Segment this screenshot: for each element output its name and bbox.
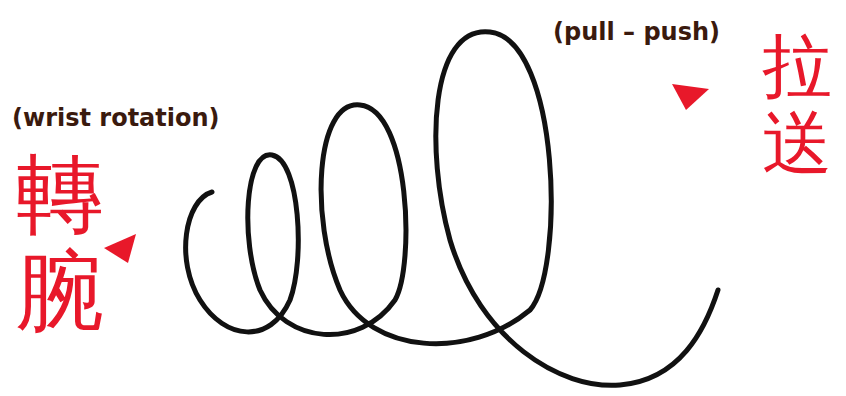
- english-caption: (pull – push): [553, 18, 720, 46]
- english-caption: (wrist rotation): [12, 104, 220, 132]
- chinese-vertical-label: 拉送: [762, 28, 832, 182]
- arrowhead: [104, 234, 136, 263]
- spiral-stroke: [186, 32, 718, 386]
- chinese-vertical-label: 轉腕: [16, 146, 104, 340]
- arrowhead: [672, 84, 709, 110]
